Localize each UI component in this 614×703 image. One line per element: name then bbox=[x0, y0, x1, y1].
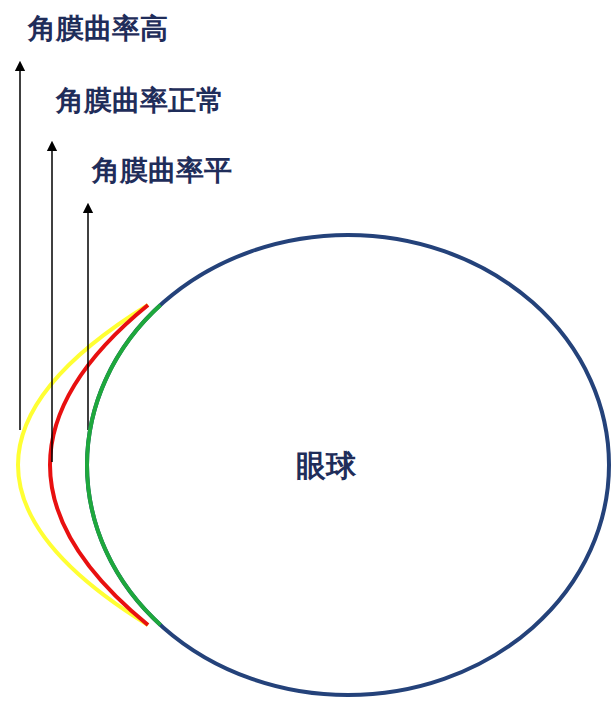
arrow bbox=[87, 208, 89, 430]
eyeball: 眼球 bbox=[85, 233, 611, 697]
curvature-label: 角膜曲率正常 bbox=[56, 86, 224, 117]
arrow bbox=[19, 66, 21, 430]
flat-cornea-arc bbox=[87, 305, 161, 625]
eyeball-label: 眼球 bbox=[296, 449, 356, 482]
eyeball-outline bbox=[87, 235, 609, 695]
normal-cornea-arc bbox=[50, 305, 148, 625]
steep-cornea-arc bbox=[18, 305, 148, 625]
arrow bbox=[51, 146, 53, 462]
curvature-label: 角膜曲率平 bbox=[92, 156, 232, 187]
curvature-label: 角膜曲率高 bbox=[28, 14, 168, 45]
